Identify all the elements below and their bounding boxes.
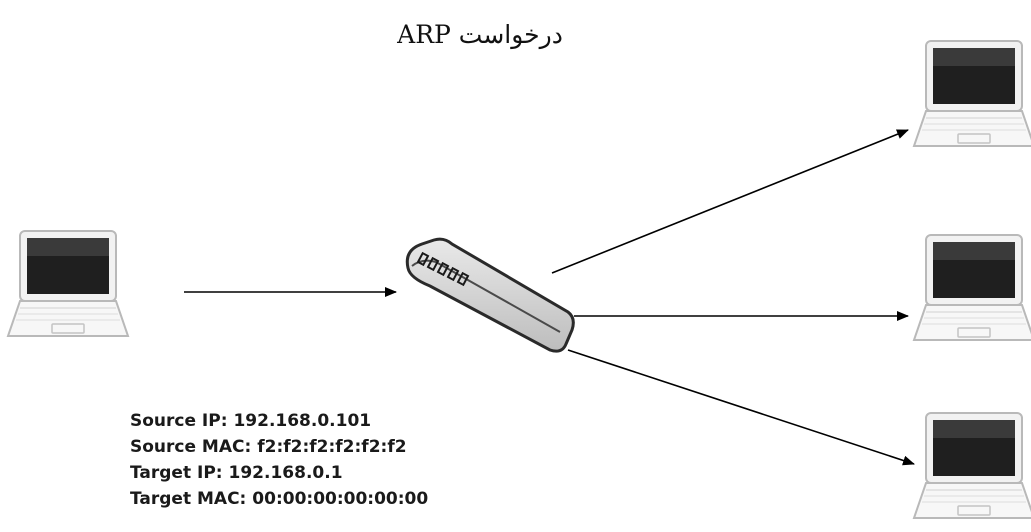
diagram-title: درخواست ARP bbox=[397, 20, 563, 49]
target-mac-value: 00:00:00:00:00:00 bbox=[252, 489, 429, 509]
target-mac-label: Target MAC: bbox=[130, 489, 247, 509]
receiver-middle-laptop-icon bbox=[912, 234, 1031, 341]
source-ip-value: 192.168.0.101 bbox=[233, 411, 372, 431]
target-ip-value: 192.168.0.1 bbox=[228, 463, 343, 483]
target-ip-line: Target IP: 192.168.0.1 bbox=[130, 460, 428, 486]
network-switch-icon bbox=[405, 237, 575, 353]
source-mac-value: f2:f2:f2:f2:f2:f2 bbox=[257, 437, 407, 457]
receiver-bottom-laptop-icon bbox=[912, 412, 1031, 519]
source-ip-line: Source IP: 192.168.0.101 bbox=[130, 408, 428, 434]
arrow-switch-to-receiver-bottom bbox=[567, 349, 915, 466]
receiver-top-laptop-icon bbox=[912, 40, 1031, 147]
arp-packet-info: Source IP: 192.168.0.101 Source MAC: f2:… bbox=[130, 408, 428, 512]
source-mac-line: Source MAC: f2:f2:f2:f2:f2:f2 bbox=[130, 434, 428, 460]
sender-laptop-icon bbox=[6, 230, 130, 337]
arrow-switch-to-receiver-top bbox=[551, 129, 909, 274]
target-ip-label: Target IP: bbox=[130, 463, 223, 483]
source-mac-label: Source MAC: bbox=[130, 437, 252, 457]
source-ip-label: Source IP: bbox=[130, 411, 228, 431]
target-mac-line: Target MAC: 00:00:00:00:00:00 bbox=[130, 486, 428, 512]
